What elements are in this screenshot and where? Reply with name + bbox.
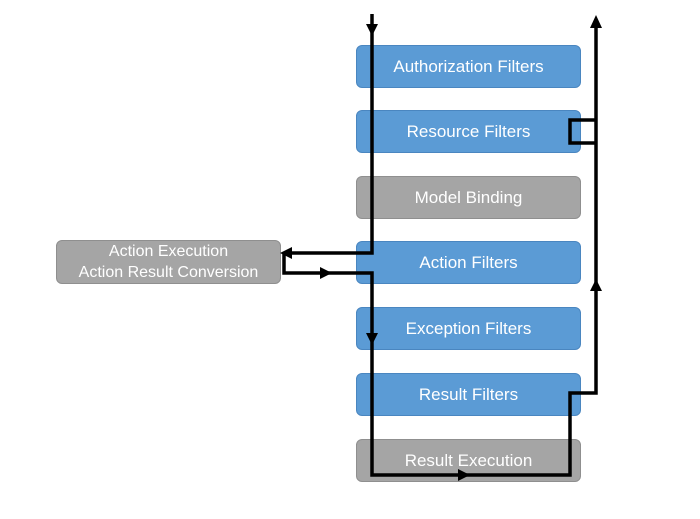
- request-entry-arrowhead: [366, 24, 378, 36]
- result-execution-box: Result Execution: [356, 439, 581, 482]
- model-binding-box: Model Binding: [356, 176, 581, 219]
- authorization-filters-label: Authorization Filters: [393, 56, 544, 76]
- out-of-action-arrowhead: [320, 267, 332, 279]
- action-filters-label: Action Filters: [419, 252, 518, 272]
- exception-filters-box: Exception Filters: [356, 307, 581, 350]
- result-filters-box: Result Filters: [356, 373, 581, 416]
- result-execution-label: Result Execution: [404, 450, 533, 470]
- resource-filters-box: Resource Filters: [356, 110, 581, 153]
- model-binding-label: Model Binding: [414, 187, 523, 207]
- exception-filters-label: Exception Filters: [405, 318, 532, 338]
- resource-filters-label: Resource Filters: [406, 121, 531, 141]
- upward-flow-arrowhead: [590, 279, 602, 291]
- into-action-arrowhead: [280, 247, 292, 259]
- response-exit-arrowhead: [590, 15, 602, 28]
- action-result-conversion-label: Action Result Conversion: [78, 264, 259, 281]
- result-filters-label: Result Filters: [418, 384, 519, 404]
- action-filters-box: Action Filters: [356, 241, 581, 284]
- action-execution-box: Action Execution Action Result Conversio…: [56, 240, 281, 284]
- authorization-filters-box: Authorization Filters: [356, 45, 581, 88]
- action-execution-label: Action Execution: [108, 243, 229, 260]
